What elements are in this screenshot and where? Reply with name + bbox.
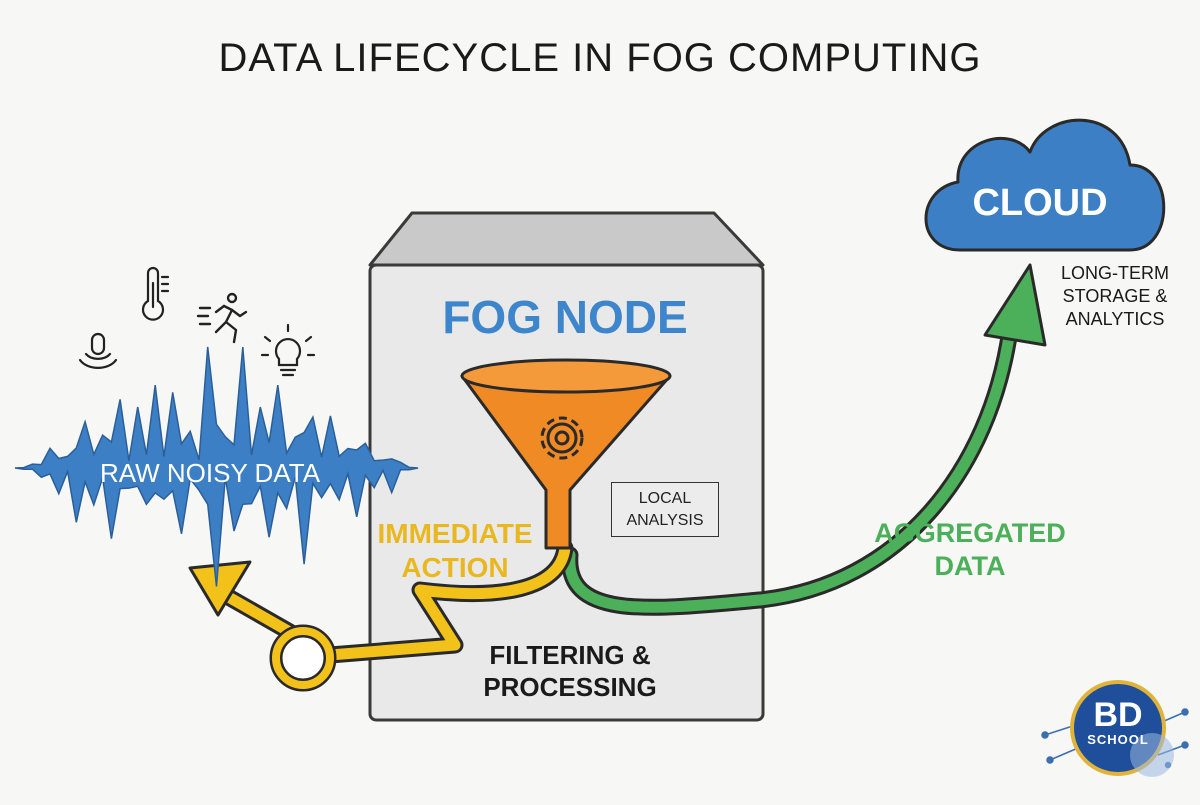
logo-sub-text: SCHOOL [1087,732,1149,747]
cloud-shape [924,118,1166,252]
immediate-action-arrow [188,539,574,692]
logo-main-text: BD [1093,696,1143,734]
raw-data-label: RAW NOISY DATA [99,458,321,488]
local-analysis-box: LOCAL ANALYSIS [611,482,719,537]
aggregated-data-arrow [561,263,1047,616]
gear-icon [540,416,584,460]
lightbulb-icon [260,323,316,377]
running-person-icon [196,292,248,344]
aggregated-data-label: AGGREGATED DATA [874,518,1066,581]
thermometer-icon [141,266,170,321]
processing-funnel [460,358,672,550]
cloud-caption: LONG-TERM STORAGE & ANALYTICS [1061,263,1169,329]
diagram-title: DATA LIFECYCLE IN FOG COMPUTING [218,36,982,80]
raw-data-waveform [14,346,419,587]
logo-text: BD SCHOOL [1083,698,1153,747]
cloud-label: CLOUD [972,182,1108,224]
immediate-action-label: IMMEDIATE ACTION [377,518,533,583]
filtering-label: FILTERING & PROCESSING [483,640,657,702]
proximity-sensor-icon [78,332,118,369]
bd-school-logo [1041,680,1189,777]
fog-node-label: FOG NODE [442,291,688,343]
